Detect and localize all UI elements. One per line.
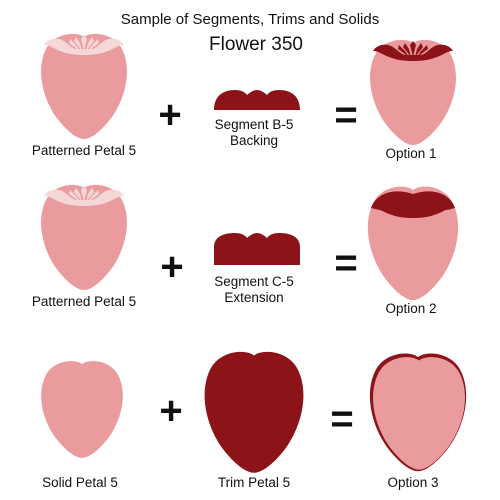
solid-petal-label: Solid Petal 5: [42, 475, 118, 490]
segment-b5-backing: [214, 90, 300, 110]
equals-sign-3: =: [330, 397, 353, 441]
row-2: Patterned Petal 5 + Segment C-5 Extensio…: [32, 184, 459, 316]
option-2-label: Option 2: [385, 301, 436, 316]
option-1-result: [370, 39, 456, 146]
patterned-petal-1: [41, 33, 127, 140]
row-1: Patterned Petal 5 + Segment B-5 Backing …: [32, 33, 456, 161]
diagram-title: Sample of Segments, Trims and Solids: [121, 11, 379, 28]
solid-petal: [41, 361, 123, 458]
equals-sign-1: =: [334, 93, 357, 137]
trim-petal: [204, 351, 304, 473]
option-3-label: Option 3: [387, 475, 438, 490]
segment-c5-extension: [214, 233, 300, 265]
plus-sign-1: +: [158, 93, 181, 137]
segment-c5-sublabel: Extension: [224, 290, 283, 305]
option-2-result: [367, 186, 459, 301]
patterned-petal-2: [41, 184, 127, 290]
plus-sign-3: +: [159, 389, 182, 433]
equals-sign-2: =: [334, 241, 357, 285]
option-3-result: [369, 353, 467, 472]
plus-sign-2: +: [160, 245, 183, 289]
segment-b5-sublabel: Backing: [230, 133, 278, 148]
row-3: Solid Petal 5 + Trim Petal 5 = Option 3: [41, 351, 467, 490]
segment-c5-label: Segment C-5: [214, 274, 294, 289]
option-1-label: Option 1: [385, 146, 436, 161]
segment-b5-label: Segment B-5: [215, 117, 294, 132]
trim-petal-label: Trim Petal 5: [218, 475, 290, 490]
patterned-petal-2-label: Patterned Petal 5: [32, 294, 136, 309]
diagram-subtitle: Flower 350: [209, 34, 303, 55]
patterned-petal-1-label: Patterned Petal 5: [32, 143, 136, 158]
